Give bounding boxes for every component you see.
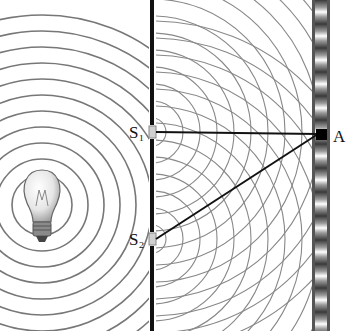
wavefront	[0, 15, 149, 331]
barrier	[150, 139, 154, 232]
wavefront	[156, 72, 312, 331]
wavefront	[0, 111, 136, 299]
wavefront	[0, 143, 104, 267]
path-line	[156, 134, 318, 239]
wavefront	[0, 79, 149, 331]
wavefront	[156, 208, 183, 270]
path-line	[156, 132, 318, 134]
fringe-pattern	[315, 0, 327, 331]
wavefront	[156, 174, 217, 304]
barrier	[150, 0, 154, 125]
wavefront	[156, 21, 312, 331]
wavefront	[0, 95, 149, 315]
slit-label: S₂	[129, 231, 144, 248]
slit-wavefronts	[156, 0, 312, 331]
wavefront	[0, 159, 88, 251]
wavefront	[156, 191, 200, 287]
wavefront	[156, 0, 312, 331]
wavefront	[156, 0, 312, 331]
slit	[149, 126, 156, 138]
wavefront	[156, 89, 302, 331]
point-marker	[316, 129, 327, 140]
wavefront	[156, 55, 312, 331]
wavefront	[0, 31, 149, 331]
wavefront	[0, 63, 149, 331]
slit	[149, 233, 156, 245]
wavefront	[0, 127, 120, 283]
wavefront	[156, 0, 312, 316]
wavefront	[0, 47, 149, 331]
point-label: A	[333, 128, 345, 145]
wavefront	[156, 157, 234, 321]
light-bulb	[24, 170, 60, 242]
wavefront	[156, 0, 312, 299]
screen-frame	[312, 0, 330, 331]
source-wavefronts	[0, 15, 149, 331]
barrier	[150, 246, 154, 331]
slit-label: S₁	[129, 124, 144, 141]
wavefront	[156, 38, 312, 331]
